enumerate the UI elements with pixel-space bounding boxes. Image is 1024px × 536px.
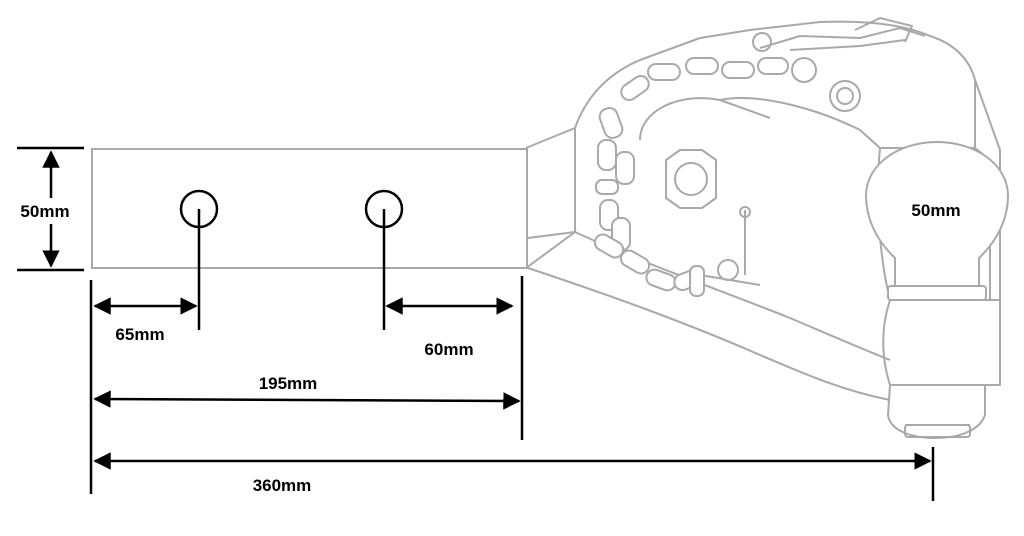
second-hole-offset-label: 60mm bbox=[424, 340, 473, 359]
tow-ball-drawing bbox=[864, 140, 1010, 301]
first-hole-offset-label: 65mm bbox=[115, 325, 164, 344]
ball-diameter-label: 50mm bbox=[911, 201, 960, 220]
drawbar-tube bbox=[91, 148, 528, 269]
tube-length-label: 195mm bbox=[259, 374, 318, 393]
tube-length-arrow bbox=[93, 390, 521, 410]
overall-length-label: 360mm bbox=[253, 476, 312, 495]
safety-chain-drawing bbox=[593, 57, 789, 297]
tube-height-label: 50mm bbox=[20, 202, 69, 221]
